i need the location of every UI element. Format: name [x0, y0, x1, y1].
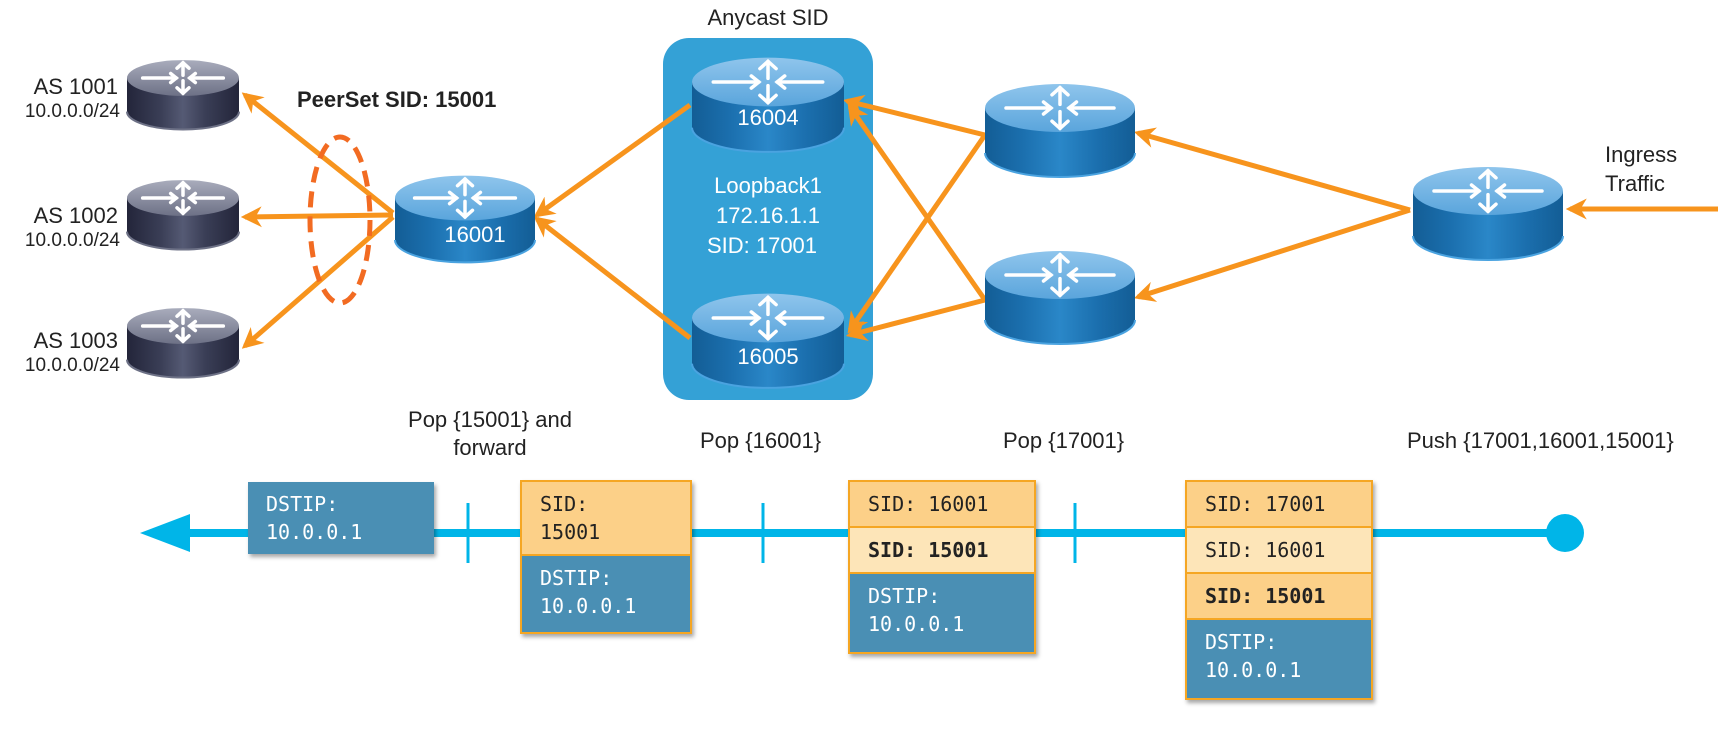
sid-cell-16001: SID: 16001 [1187, 528, 1371, 574]
dstip-value: 10.0.0.1 [266, 520, 363, 544]
router-16005 [691, 293, 845, 389]
dstip-value: 10.0.0.1 [1205, 658, 1302, 682]
router-as1001 [126, 60, 240, 131]
sid-cell-15001: SID: 15001 [1187, 574, 1371, 620]
dstip-cell: DSTIP: 10.0.0.1 [1187, 620, 1371, 698]
dstip-label: DSTIP: [1205, 630, 1278, 654]
ingress-label-line1: Ingress [1605, 142, 1678, 167]
router-transit-top [984, 84, 1136, 178]
step-pop-15001-line2: forward [453, 435, 527, 460]
arrow-16005-to-16001 [533, 216, 692, 340]
arrow-top-mid-to-16005 [847, 133, 988, 334]
arrow-to-as1001 [241, 92, 395, 215]
router-16004-label: 16004 [737, 105, 799, 130]
router-arrows-icon [140, 308, 226, 344]
router-arrows-icon [711, 294, 825, 342]
router-arrows-icon [140, 60, 226, 96]
dstip-cell: DSTIP: 10.0.0.1 [248, 482, 434, 554]
router-arrows-icon [711, 58, 825, 106]
dstip-label: DSTIP: [266, 492, 339, 516]
arrow-ingress-to-top-mid [1133, 127, 1411, 213]
router-arrows-icon [1004, 85, 1116, 131]
sid-value: 15001 [540, 520, 601, 544]
timeline-arrow-left-icon [140, 514, 190, 552]
sid-cell-17001: SID: 17001 [1187, 482, 1371, 528]
router-16005-label: 16005 [737, 344, 799, 369]
router-transit-bottom [984, 251, 1136, 345]
peer-as-1002: AS 1002 [33, 203, 118, 228]
router-arrows-icon [412, 176, 518, 220]
arrow-bottom-mid-to-16005 [845, 297, 986, 341]
peerset-sid-label: PeerSet SID: 15001 [297, 87, 497, 112]
dstip-value: 10.0.0.1 [540, 594, 637, 618]
packet-stack-after-16001-pop: SID: 15001 DSTIP: 10.0.0.1 [520, 480, 692, 634]
packet-stack-after-17001-pop: SID: 16001 SID: 15001 DSTIP: 10.0.0.1 [848, 480, 1036, 654]
anycast-sid-value: SID: 17001 [706, 233, 818, 258]
arrow-16004-to-16001 [533, 102, 692, 218]
anycast-loopback-address: 172.16.1.1 [716, 203, 820, 228]
packet-stack-egress: DSTIP: 10.0.0.1 [248, 482, 434, 554]
ingress-label-line2: Traffic [1605, 171, 1665, 196]
step-push-stack: Push {17001,16001,15001} [1407, 428, 1674, 453]
anycast-loopback-name: Loopback1 [714, 173, 822, 198]
peer-as-1001: AS 1001 [33, 74, 118, 99]
dstip-value: 10.0.0.1 [868, 612, 965, 636]
dstip-cell: DSTIP: 10.0.0.1 [850, 574, 1034, 652]
peer-as-1003: AS 1003 [33, 328, 118, 353]
anycast-sid-title: Anycast SID [707, 5, 829, 30]
step-pop-17001: Pop {17001} [1003, 428, 1125, 453]
router-16001-label: 16001 [444, 222, 506, 247]
dstip-label: DSTIP: [540, 566, 613, 590]
arrow-ingress-to-bottom-mid [1133, 207, 1411, 302]
peer-prefix-1002: 10.0.0.0/24 [24, 230, 120, 251]
sid-cell-15001: SID: 15001 [850, 528, 1034, 574]
peer-prefix-1001: 10.0.0.0/24 [24, 101, 120, 122]
peerset-ellipse [307, 134, 373, 306]
router-arrows-icon [1432, 168, 1544, 214]
arrow-top-mid-to-16004 [842, 94, 986, 138]
packet-stack-ingress-push: SID: 17001 SID: 16001 SID: 15001 DSTIP: … [1185, 480, 1373, 700]
dstip-label: DSTIP: [868, 584, 941, 608]
sid-label: SID: [540, 492, 589, 516]
router-as1003 [126, 308, 240, 379]
sid-cell-16001: SID: 16001 [850, 482, 1034, 528]
arrow-to-as1002 [240, 206, 394, 228]
step-pop-16001: Pop {16001} [700, 428, 822, 453]
traffic-arrows [240, 92, 1718, 349]
dstip-cell: DSTIP: 10.0.0.1 [522, 556, 690, 632]
router-16004 [691, 57, 845, 153]
router-16001 [394, 175, 536, 264]
router-as1002 [126, 180, 240, 251]
peer-prefix-1003: 10.0.0.0/24 [24, 355, 120, 376]
router-ingress [1412, 167, 1564, 261]
timeline-origin-dot [1546, 514, 1584, 552]
arrow-bottom-mid-to-16004 [847, 103, 988, 302]
router-arrows-icon [140, 180, 226, 216]
step-pop-15001-line1: Pop {15001} and [408, 407, 572, 432]
sid-cell-15001: SID: 15001 [522, 482, 690, 556]
router-arrows-icon [1004, 252, 1116, 298]
